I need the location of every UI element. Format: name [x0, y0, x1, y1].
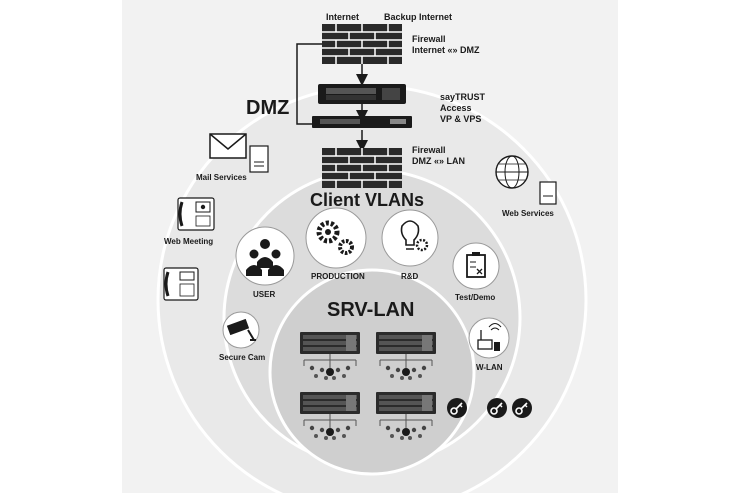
label-web-meeting: Web Meeting: [164, 237, 213, 246]
label-secure-cam: Secure Cam: [219, 353, 265, 362]
label-saytrust-1: sayTRUST: [440, 92, 486, 102]
label-firewall-mid-2: DMZ «» LAN: [412, 156, 465, 166]
label-web-services: Web Services: [502, 209, 554, 218]
label-firewall-top-1: Firewall: [412, 34, 446, 44]
connector-dmz-loop: [296, 43, 322, 125]
label-firewall-mid-1: Firewall: [412, 145, 446, 155]
server-icon-mail: [249, 145, 269, 173]
label-rnd: R&D: [401, 272, 419, 281]
label-saytrust-3: VP & VPS: [440, 114, 481, 124]
label-firewall-top-2: Internet «» DMZ: [412, 45, 480, 55]
label-w-lan: W-LAN: [476, 363, 503, 372]
globe-icon: [495, 155, 529, 189]
clipboard-icon: [452, 242, 500, 290]
label-user: USER: [253, 290, 275, 299]
label-test-demo: Test/Demo: [455, 293, 495, 302]
phone-icon-meeting: [177, 197, 215, 231]
phone-icon: [163, 267, 199, 301]
srv-lan-ring: [268, 268, 476, 476]
label-backup-internet: Backup Internet: [384, 12, 452, 22]
label-internet: Internet: [326, 12, 359, 22]
envelope-icon: [209, 133, 247, 159]
label-mail-services: Mail Services: [196, 173, 247, 182]
camera-icon: [222, 311, 260, 349]
lightbulb-icon: [381, 209, 439, 267]
key-icon-2: [486, 397, 508, 419]
label-production: PRODUCTION: [311, 272, 365, 281]
firewall-icon-mid: [321, 147, 403, 189]
users-icon: [235, 226, 295, 286]
gears-icon: [305, 207, 367, 269]
wifi-router-icon: [468, 317, 510, 359]
title-dmz: DMZ: [246, 97, 289, 119]
key-icon-3: [511, 397, 533, 419]
router-icon: [312, 84, 412, 128]
title-client-vlans: Client VLANs: [310, 190, 424, 210]
server-icon-web: [539, 181, 557, 205]
title-srv-lan: SRV-LAN: [327, 299, 414, 321]
label-saytrust-2: Access: [440, 103, 472, 113]
firewall-icon-top: [321, 23, 403, 65]
key-icon-1: [446, 397, 468, 419]
